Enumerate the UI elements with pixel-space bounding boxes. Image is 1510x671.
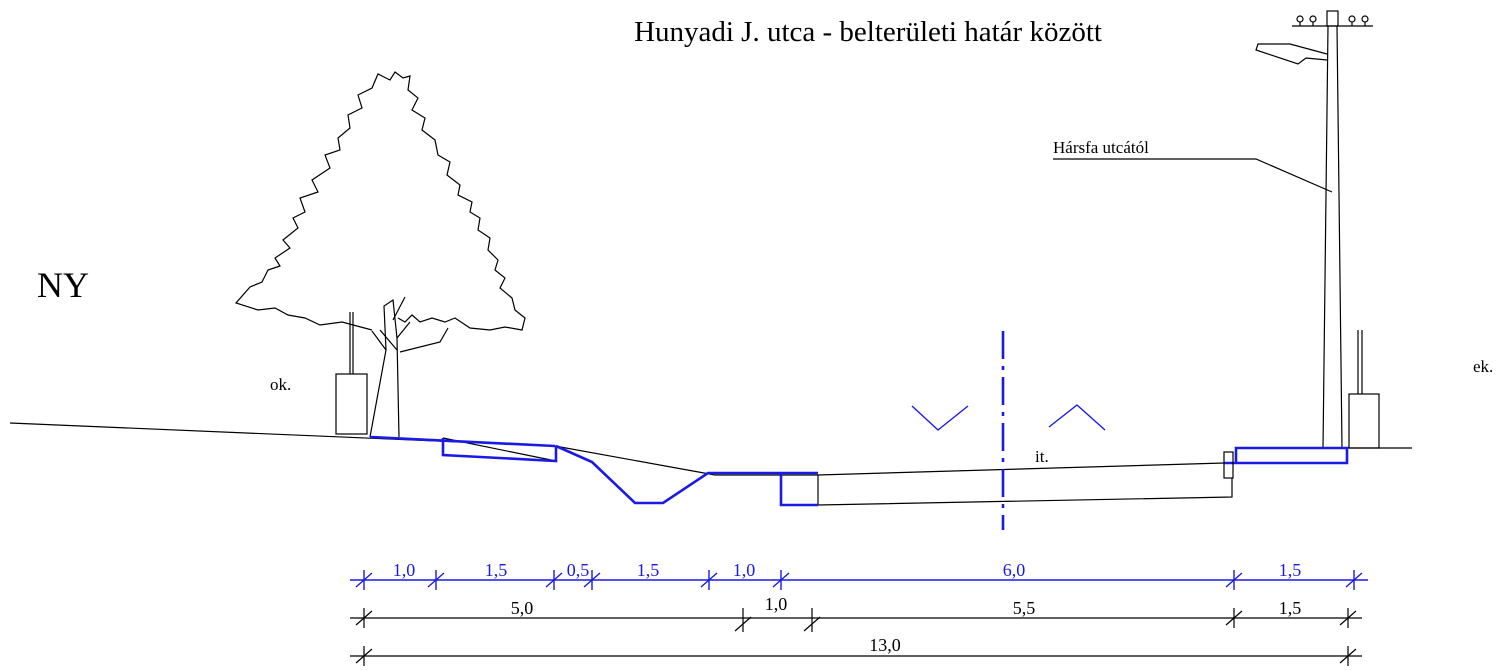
dim-total: 13,0 <box>869 635 901 655</box>
pole-label-leader <box>1053 158 1333 193</box>
left-edge-label: ok. <box>270 375 291 394</box>
dim-design-7: 1,5 <box>1279 560 1302 580</box>
dim-design-6: 6,0 <box>1003 560 1026 580</box>
left-utility-box <box>335 312 368 435</box>
tree-icon <box>234 71 526 438</box>
dim-existing-3: 5,5 <box>1013 598 1036 618</box>
pole-label: Hársfa utcától <box>1053 138 1149 157</box>
dim-design-2: 1,5 <box>485 560 508 580</box>
dim-design-5: 1,0 <box>733 560 756 580</box>
planned-profile <box>369 435 1349 507</box>
dim-design-4: 1,5 <box>637 560 660 580</box>
total-dimension-line <box>350 646 1362 666</box>
dim-existing-1: 5,0 <box>511 598 534 618</box>
dim-existing-2: 1,0 <box>765 594 788 614</box>
drawing-title: Hunyadi J. utca - belterületi határ közö… <box>634 16 1102 48</box>
right-slope-marker <box>1048 404 1106 431</box>
right-utility-box <box>1348 330 1380 449</box>
dim-existing-4: 1,5 <box>1279 598 1302 618</box>
east-edge-label: ek. <box>1473 357 1493 376</box>
existing-dimension-line <box>350 608 1362 632</box>
existing-profile <box>9 422 1412 506</box>
design-dimension-line <box>350 570 1368 590</box>
west-direction-label: NY <box>37 265 89 305</box>
left-slope-marker <box>911 405 969 431</box>
dim-design-3: 0,5 <box>567 560 590 580</box>
road-label: it. <box>1035 447 1049 466</box>
dim-design-1: 1,0 <box>393 560 416 580</box>
light-pole-icon <box>1255 10 1373 449</box>
